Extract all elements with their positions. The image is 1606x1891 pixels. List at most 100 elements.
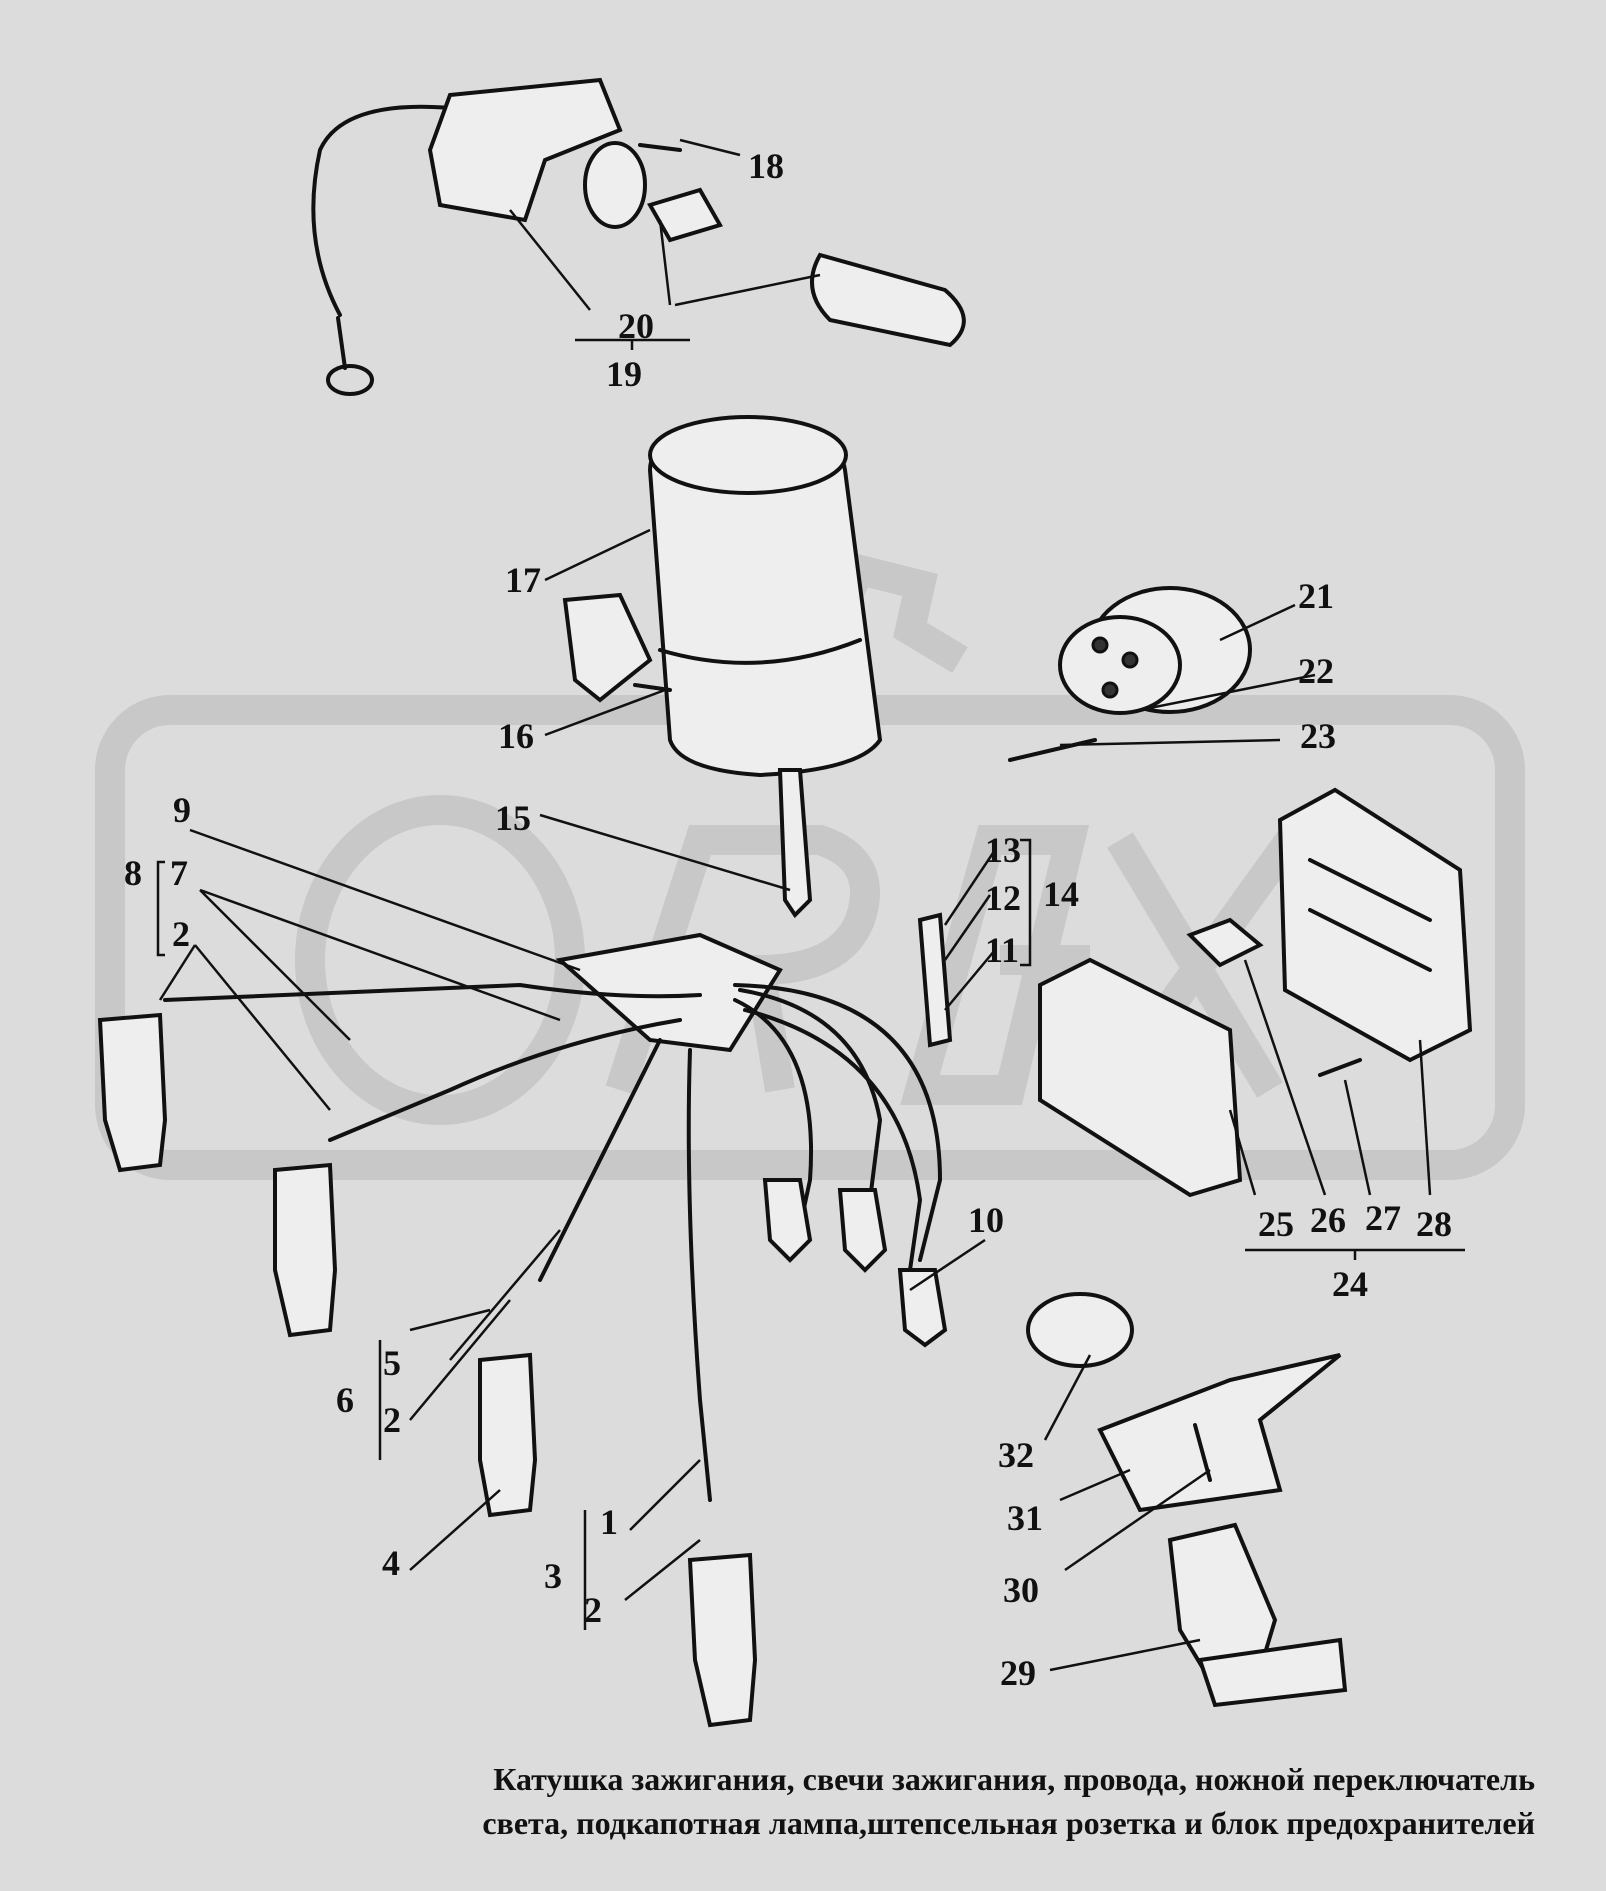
callout-2-top: 2 — [172, 914, 190, 954]
leader-12 — [943, 894, 992, 961]
ht-wire-7 — [743, 1008, 922, 1272]
ht-wire-3 — [538, 1038, 662, 1282]
leader-30 — [1064, 1468, 1211, 1572]
leader-27 — [1343, 1079, 1372, 1196]
callout-7: 7 — [170, 853, 188, 893]
callout-3: 3 — [544, 1556, 562, 1596]
leader-2b — [409, 1299, 511, 1421]
fuse-box-contacts — [1308, 858, 1432, 972]
leader-17 — [544, 528, 651, 582]
socket-mounting-bracket — [1097, 1353, 1342, 1513]
callout-23: 23 — [1300, 716, 1336, 756]
callout-13: 13 — [985, 830, 1021, 870]
lamp-socket-opening — [583, 141, 647, 229]
callout-16: 16 — [498, 716, 534, 756]
leader-1 — [629, 1459, 701, 1531]
lamp-cap — [810, 252, 966, 348]
fuse-box-cover — [1038, 957, 1243, 1198]
leader-29 — [1049, 1638, 1201, 1672]
spark-plug-1 — [97, 1012, 168, 1173]
callout-28: 28 — [1416, 1204, 1452, 1244]
ht-wire-2 — [328, 1018, 682, 1142]
leader-9 — [189, 828, 581, 972]
callout-19: 19 — [606, 354, 642, 394]
lamp-bulb — [647, 187, 723, 243]
foot-light-switch-assembly — [1008, 586, 1252, 762]
wire-boot-1 — [762, 1178, 813, 1263]
ht-wire-8 — [733, 983, 942, 1262]
callout-31: 31 — [1007, 1498, 1043, 1538]
coil-clamp-band — [658, 638, 862, 665]
ignition-coil-assembly — [562, 415, 883, 919]
callout-2-bottom: 2 — [584, 1590, 602, 1630]
callout-24: 24 — [1332, 1264, 1368, 1304]
callout-6: 6 — [336, 1380, 354, 1420]
leader-10 — [909, 1238, 986, 1292]
leader-2c — [624, 1539, 701, 1601]
spark-plugs-and-wires — [97, 912, 953, 1728]
coil-mounting-bracket — [562, 592, 653, 703]
callout-15: 15 — [495, 798, 531, 838]
spark-plug-4 — [687, 1552, 758, 1728]
leader-2a — [158, 944, 331, 1111]
fuse-insert — [1186, 917, 1264, 968]
spark-plug-3 — [478, 1352, 538, 1518]
callout-1: 1 — [600, 1502, 618, 1542]
leader-21 — [1219, 603, 1296, 642]
callout-17: 17 — [505, 560, 541, 600]
lamp-screw — [638, 143, 682, 152]
callout-29: 29 — [1000, 1653, 1036, 1693]
foot-switch-face — [1058, 615, 1182, 715]
foot-switch-screw — [1008, 738, 1097, 762]
bracket-14 — [1020, 838, 1032, 967]
callout-12: 12 — [985, 878, 1021, 918]
callout-26: 26 — [1310, 1200, 1346, 1240]
bracket-8 — [156, 860, 165, 957]
callout-27: 27 — [1365, 1198, 1401, 1238]
socket-flange — [1197, 1637, 1348, 1708]
socket-cap — [1026, 1292, 1134, 1368]
callout-2-middle: 2 — [383, 1400, 401, 1440]
foot-switch-terminal-2 — [1121, 651, 1139, 669]
leader-lines — [158, 138, 1465, 1672]
leader-31 — [1059, 1468, 1131, 1502]
caption-line-1: Катушка зажигания, свечи зажигания, пров… — [493, 1761, 1535, 1797]
callout-25: 25 — [1258, 1204, 1294, 1244]
callout-10: 10 — [968, 1200, 1004, 1240]
callout-8: 8 — [124, 853, 142, 893]
foot-switch-terminal-1 — [1091, 636, 1109, 654]
leader-26 — [1243, 959, 1327, 1196]
diagram-caption: Катушка зажигания, свечи зажигания, пров… — [482, 1761, 1535, 1841]
leader-15 — [539, 813, 791, 892]
callout-labels: 18 20 19 17 21 22 16 23 9 15 13 8 7 12 1… — [124, 146, 1452, 1693]
callout-11: 11 — [985, 930, 1019, 970]
leader-25 — [1228, 1109, 1257, 1196]
lamp-bracket — [427, 77, 623, 223]
callout-32: 32 — [998, 1435, 1034, 1475]
callout-4: 4 — [382, 1543, 400, 1583]
callout-14: 14 — [1043, 874, 1079, 914]
callout-9: 9 — [173, 790, 191, 830]
watermark-letter-o — [295, 795, 585, 1125]
fuse-box-screw — [1318, 1058, 1362, 1077]
wire-boot-2 — [837, 1188, 888, 1273]
ht-wire-4 — [686, 1048, 712, 1502]
ignition-coil-top — [648, 415, 848, 495]
callout-30: 30 — [1003, 1570, 1039, 1610]
bracket-24 — [1245, 1248, 1465, 1260]
bracket-19 — [575, 338, 690, 350]
callout-22: 22 — [1298, 651, 1334, 691]
ht-wire-1 — [163, 983, 702, 1002]
leader-23 — [1059, 738, 1281, 747]
leader-4 — [409, 1489, 501, 1571]
caption-line-2: света, подкапотная лампа,штепсельная роз… — [482, 1805, 1535, 1841]
lamp-wire-eyelet — [326, 364, 374, 396]
fuse-box-assembly — [1038, 787, 1473, 1198]
leader-22 — [1139, 673, 1316, 712]
callout-18: 18 — [748, 146, 784, 186]
coil-high-voltage-terminal — [777, 768, 813, 919]
leader-5 — [449, 1229, 561, 1361]
leader-20 — [509, 209, 821, 311]
